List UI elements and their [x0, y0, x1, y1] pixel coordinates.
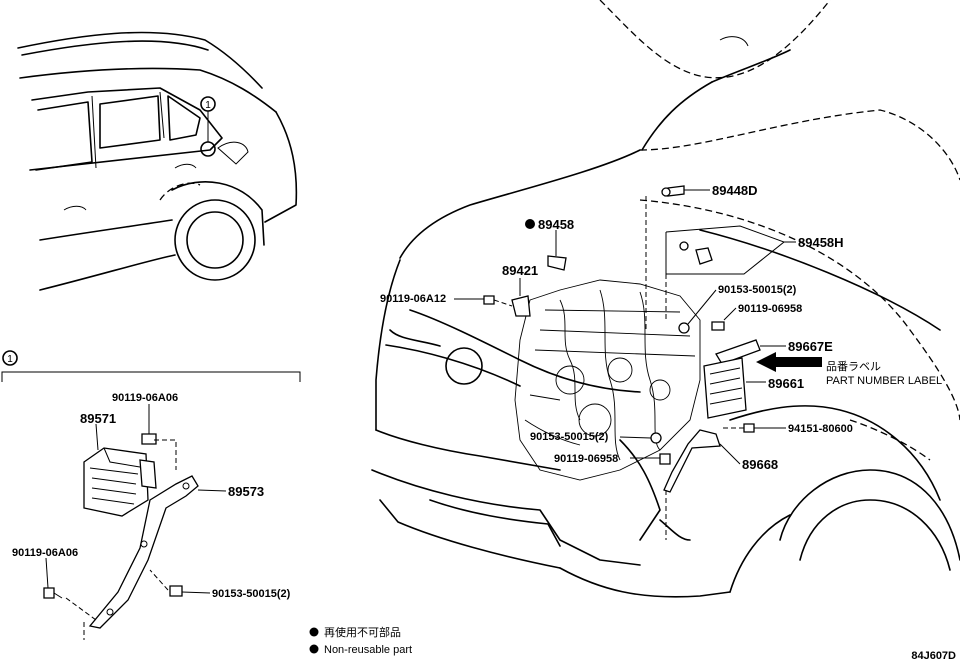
- label-89458H: 89458H: [798, 235, 844, 250]
- label-94151-80600: 94151-80600: [788, 423, 853, 435]
- label-90119-06A06-top: 90119-06A06: [112, 392, 178, 404]
- callout-marker-text: 1: [205, 100, 211, 111]
- legend: 再使用不可部品 Non-reusable part: [309, 625, 412, 656]
- label-90119-06958-mid: 90119-06958: [554, 453, 618, 465]
- label-90119-06A12: 90119-06A12: [380, 293, 446, 305]
- legend-dot-jp: [309, 627, 319, 637]
- label-89667E: 89667E: [788, 339, 833, 354]
- label-90153-50015-bottom: 90153-50015(2): [212, 588, 291, 600]
- main-view-parts: [454, 185, 822, 540]
- part-number-label-jp: 品番ラベル: [826, 360, 881, 373]
- front-vehicle-illustration: [371, 0, 960, 598]
- legend-jp: 再使用不可部品: [324, 625, 401, 639]
- detail-callout-marker: 1: [7, 354, 13, 365]
- label-90119-06A06-left: 90119-06A06: [12, 547, 78, 559]
- label-90119-06958-top: 90119-06958: [738, 303, 802, 315]
- label-89573: 89573: [228, 484, 264, 499]
- legend-en: Non-reusable part: [324, 644, 412, 656]
- diagram-code: 84J607D: [911, 650, 956, 662]
- part-number-arrow: [756, 352, 822, 372]
- label-89668: 89668: [742, 457, 778, 472]
- engine-block: [514, 279, 701, 541]
- part-number-label-en: PART NUMBER LABEL: [826, 375, 942, 387]
- label-89421: 89421: [502, 263, 538, 278]
- label-90153-50015-mid: 90153-50015(2): [530, 431, 609, 443]
- legend-dot-en: [309, 644, 319, 654]
- non-reusable-dot-89458: [525, 219, 535, 229]
- rear-vehicle-illustration: 1: [17, 31, 298, 291]
- label-89661: 89661: [768, 376, 804, 391]
- label-89571: 89571: [80, 411, 116, 426]
- label-89448D: 89448D: [712, 183, 758, 198]
- part-labels: 89448D 89458 89458H 89421 90119-06A12 90…: [12, 183, 942, 600]
- label-89458: 89458: [538, 217, 574, 232]
- label-90153-50015-top: 90153-50015(2): [718, 284, 797, 296]
- detail-view-bracket: 1: [1, 350, 301, 640]
